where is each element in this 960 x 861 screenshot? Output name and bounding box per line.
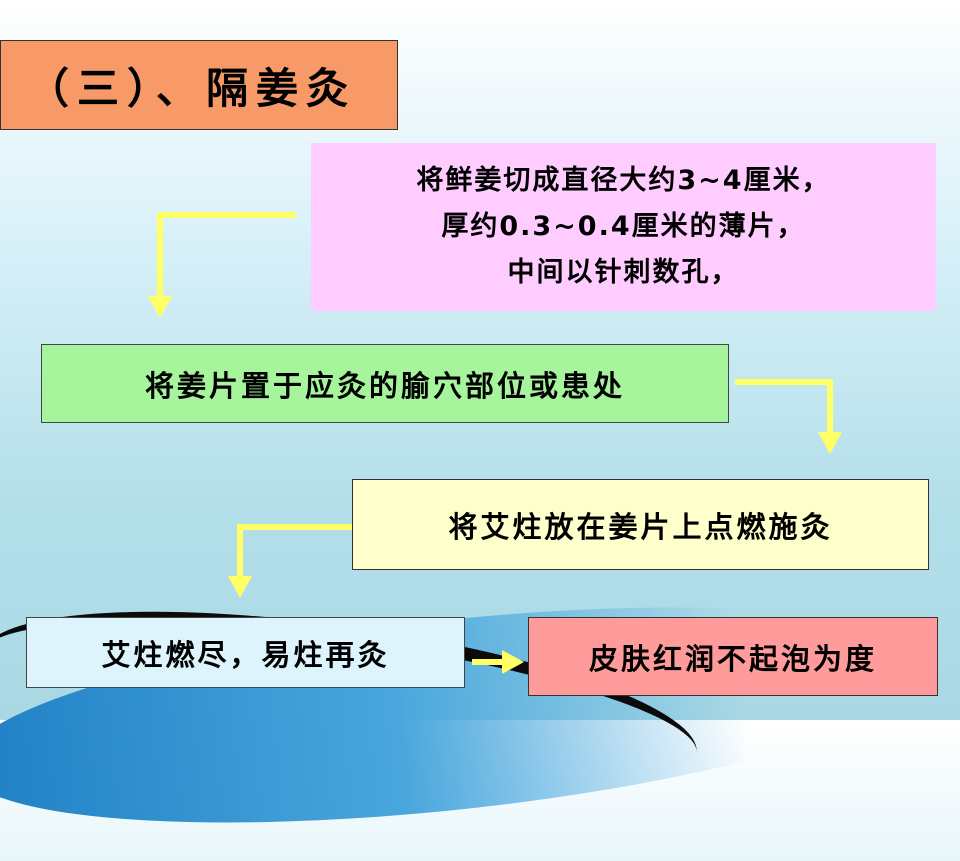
flow-arrowhead-place	[148, 296, 172, 318]
flow-arrow-place-to-ignite	[735, 379, 833, 436]
step-replace-cone: 艾炷燃尽，易炷再灸	[26, 617, 465, 688]
flow-arrow-ignite-to-repeat	[237, 524, 352, 578]
slide-title: （三）、隔姜灸	[0, 40, 398, 130]
flow-arrowhead-repeat	[228, 576, 252, 598]
step-ignite-moxa: 将艾炷放在姜片上点燃施灸	[352, 479, 929, 570]
step-prepare-line-3: 中间以针刺数孔，	[507, 257, 740, 288]
flow-arrowhead-ignite	[818, 432, 842, 454]
step-prepare-ginger-slice: 将鲜姜切成直径大约3~4厘米， 厚约0.3~0.4厘米的薄片， 中间以针刺数孔，	[311, 143, 936, 311]
step-prepare-line-2: 厚约0.3~0.4厘米的薄片，	[441, 211, 806, 242]
step-endpoint: 皮肤红润不起泡为度	[528, 617, 938, 696]
step-place-slice: 将姜片置于应灸的腧穴部位或患处	[41, 344, 729, 423]
flow-arrow-prepare-to-place	[157, 212, 296, 300]
step-prepare-line-1: 将鲜姜切成直径大约3~4厘米，	[416, 165, 831, 196]
flow-arrowhead-endpoint	[502, 650, 524, 674]
flow-arrows	[148, 212, 842, 674]
